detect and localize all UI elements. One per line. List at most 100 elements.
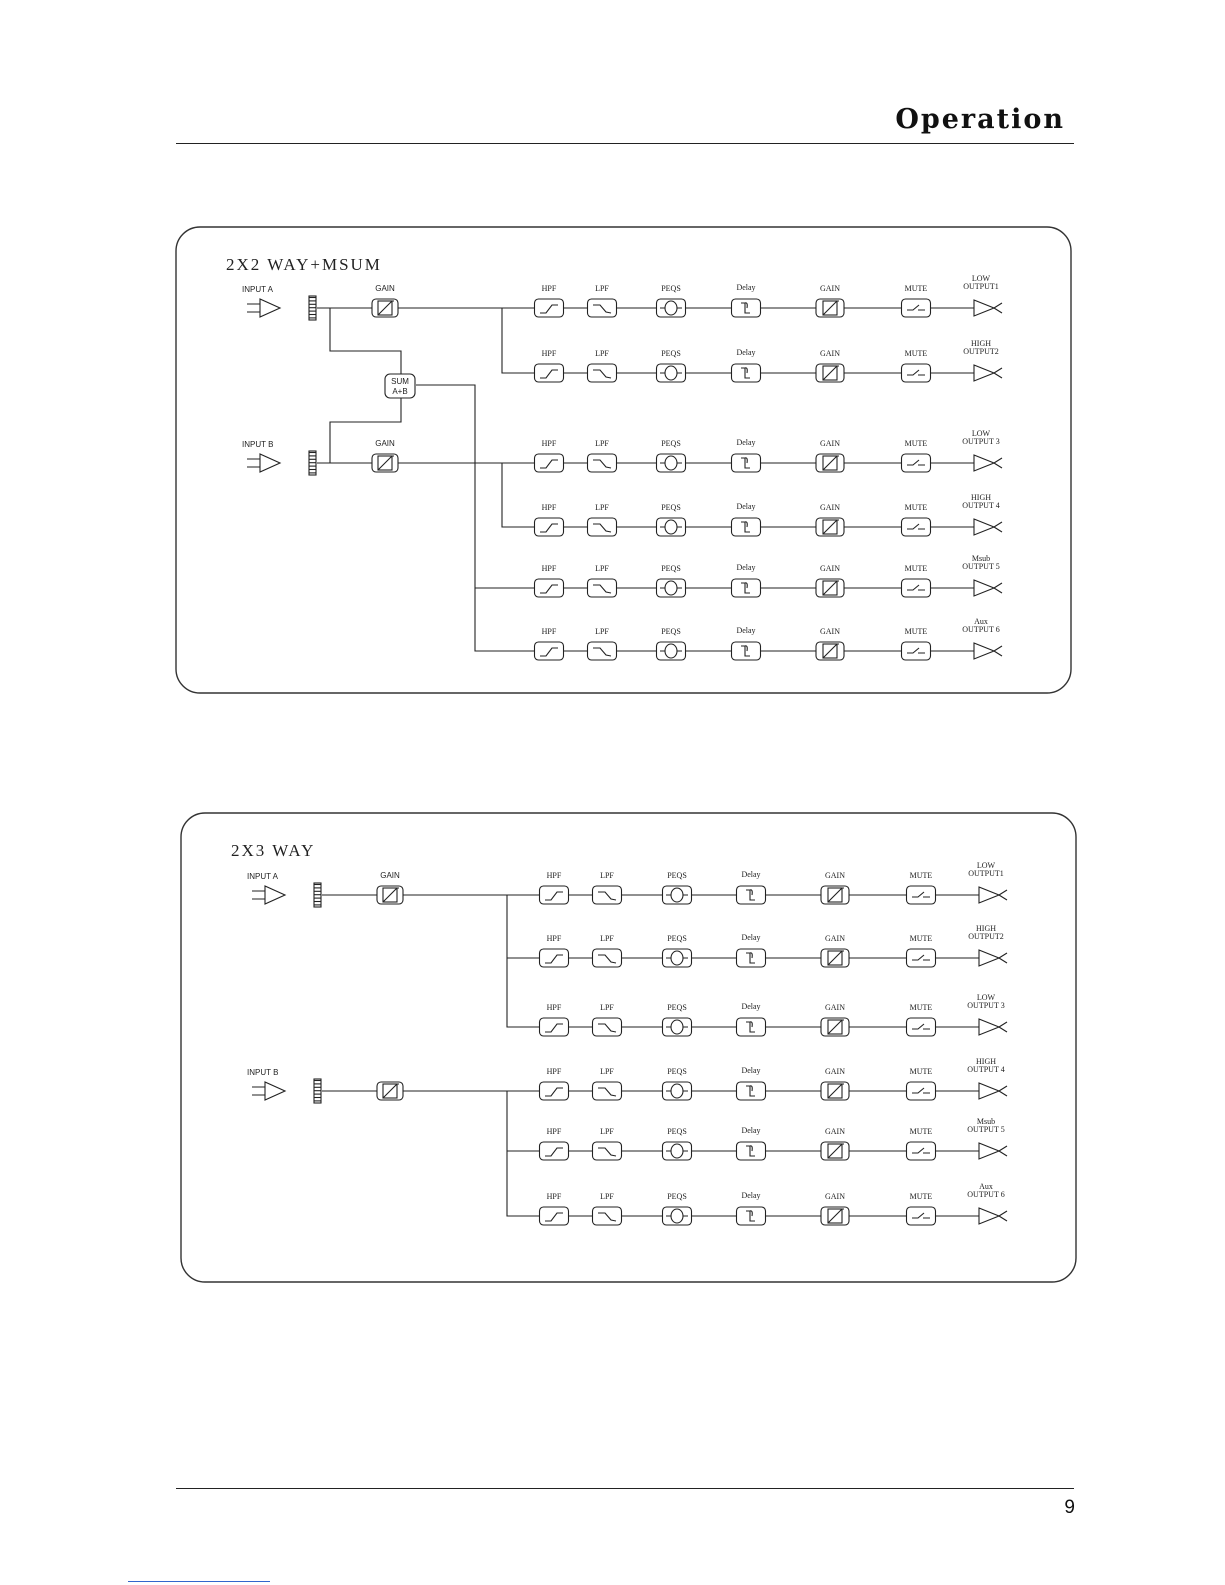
- delay-label: Delay: [741, 1191, 760, 1200]
- mute-glyph: [912, 1147, 930, 1154]
- output-icon: [973, 642, 1003, 660]
- parametric-eq-icon: [661, 1206, 693, 1226]
- hpf-label: HPF: [542, 627, 557, 636]
- delay-box: [735, 1206, 767, 1226]
- gain-square: [827, 1019, 843, 1035]
- level-meter-icon: [308, 450, 317, 476]
- mute-label: MUTE: [905, 627, 928, 636]
- peq-label: PEQS: [667, 934, 687, 943]
- lpf-glyph: [593, 647, 612, 657]
- output-triangle: [973, 299, 996, 317]
- lpf-label: LPF: [600, 1003, 614, 1012]
- high-pass-filter-icon: [533, 298, 565, 318]
- output-icon: [978, 1142, 1008, 1160]
- hpf-box: [538, 1081, 570, 1101]
- high-pass-filter-icon: [538, 1081, 570, 1101]
- gain-glyph: [822, 365, 839, 381]
- footer-link-underline: [128, 1581, 270, 1582]
- output-name: LOW: [972, 274, 991, 283]
- footer-rule: [176, 1488, 1074, 1489]
- lpf-label: LPF: [600, 871, 614, 880]
- delay-icon: [735, 1081, 767, 1101]
- peq-box: [655, 517, 687, 537]
- mute-switch-icon: [900, 298, 932, 318]
- output-number: OUTPUT 6: [962, 625, 999, 634]
- lpf-glyph: [598, 1147, 617, 1157]
- gain-glyph: [822, 455, 839, 471]
- hpf-label: HPF: [542, 503, 557, 512]
- delay-icon: [735, 885, 767, 905]
- output-lines: [998, 889, 1008, 901]
- level-meter-icon: [313, 1078, 322, 1104]
- peq-label: PEQS: [667, 1192, 687, 1201]
- gain-square: [822, 519, 838, 535]
- input-amplifier-icon: [252, 885, 287, 905]
- low-pass-filter-icon: [591, 885, 623, 905]
- delay-icon: [730, 517, 762, 537]
- input-amplifier-icon: [252, 1081, 287, 1101]
- mute-switch-icon: [905, 1081, 937, 1101]
- delay-icon: [730, 578, 762, 598]
- output-lines: [993, 367, 1003, 379]
- output-icon: [978, 949, 1008, 967]
- input-gain-label: GAIN: [375, 284, 395, 293]
- delay-box: [735, 1081, 767, 1101]
- peq-box: [655, 363, 687, 383]
- output-number: OUTPUT1: [968, 869, 1004, 878]
- parametric-eq-icon: [661, 885, 693, 905]
- output-number: OUTPUT1: [963, 282, 999, 291]
- peq-label: PEQS: [667, 1127, 687, 1136]
- peq-label: PEQS: [667, 1067, 687, 1076]
- output-icon: [973, 579, 1003, 597]
- output-number: OUTPUT2: [963, 347, 999, 356]
- input-symbol: [252, 1081, 287, 1101]
- delay-label: Delay: [736, 563, 755, 572]
- gain-icon: [815, 578, 845, 598]
- output-triangle: [978, 1082, 1001, 1100]
- output-icon: [973, 299, 1003, 317]
- mute-label: MUTE: [910, 1192, 933, 1201]
- hpf-label: HPF: [547, 1067, 562, 1076]
- output-lines: [998, 1021, 1008, 1033]
- parametric-eq-icon: [655, 517, 687, 537]
- gain-icon: [820, 948, 850, 968]
- mute-switch-icon: [900, 641, 932, 661]
- low-pass-filter-icon: [586, 641, 618, 661]
- hpf-box: [538, 1017, 570, 1037]
- gain-label: GAIN: [825, 1003, 845, 1012]
- hpf-glyph: [545, 1023, 563, 1033]
- gain-label: GAIN: [825, 1067, 845, 1076]
- lpf-glyph: [593, 523, 612, 533]
- mute-label: MUTE: [910, 1067, 933, 1076]
- gain-label: GAIN: [825, 1127, 845, 1136]
- output-name: LOW: [977, 993, 996, 1002]
- mute-switch-icon: [905, 1206, 937, 1226]
- high-pass-filter-icon: [538, 1141, 570, 1161]
- delay-label: Delay: [736, 626, 755, 635]
- peq-label: PEQS: [661, 284, 681, 293]
- peq-box: [661, 1141, 693, 1161]
- delay-box: [735, 885, 767, 905]
- mute-label: MUTE: [910, 871, 933, 880]
- output-number: OUTPUT 5: [967, 1125, 1004, 1134]
- hpf-label: HPF: [547, 934, 562, 943]
- peq-box: [661, 1081, 693, 1101]
- output-lines: [998, 1085, 1008, 1097]
- gain-icon: [376, 1081, 404, 1101]
- output-number: OUTPUT 3: [962, 437, 999, 446]
- delay-glyph: [746, 1210, 755, 1222]
- output-lines: [993, 645, 1003, 657]
- output-icon: [978, 1018, 1008, 1036]
- delay-glyph: [746, 889, 755, 901]
- peq-box: [655, 298, 687, 318]
- input-symbol: [247, 298, 282, 318]
- mute-label: MUTE: [910, 1003, 933, 1012]
- peq-label: PEQS: [661, 439, 681, 448]
- delay-glyph: [746, 1021, 755, 1033]
- lpf-label: LPF: [595, 564, 609, 573]
- peq-box: [655, 453, 687, 473]
- output-triangle: [978, 886, 1001, 904]
